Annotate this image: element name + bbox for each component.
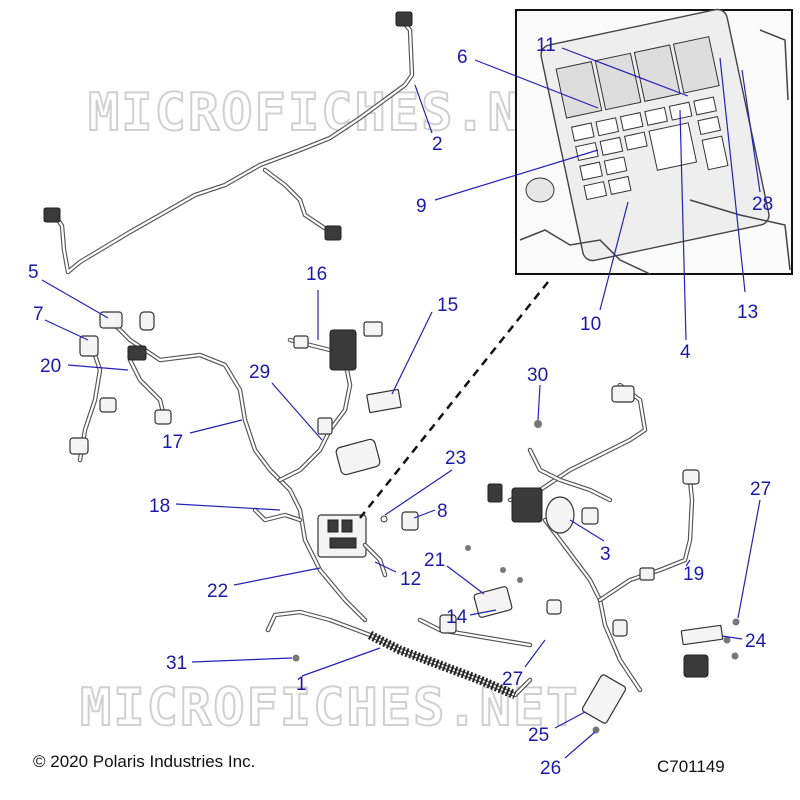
rear-harness [43,11,415,275]
callout-16: 16 [306,264,327,285]
callouts: 1 2 3 4 5 6 7 8 9 10 11 12 13 14 15 16 1… [28,35,773,779]
callout-2: 2 [432,134,443,155]
right-harness [487,382,709,693]
callout-8: 8 [437,501,448,522]
callout-27a: 27 [750,479,771,500]
center-harness [277,321,402,483]
callout-13: 13 [737,302,758,323]
callout-22: 22 [207,581,228,602]
fuse-box-area [252,507,419,578]
callout-3: 3 [600,544,611,565]
callout-21: 21 [424,550,445,571]
callout-30: 30 [527,365,548,386]
callout-24: 24 [745,631,767,652]
callout-12: 12 [400,569,421,590]
small-parts [292,420,740,734]
callout-6: 6 [457,47,468,68]
callout-9: 9 [416,196,427,217]
fuse-box-detail-inset [515,8,793,275]
callout-17: 17 [162,432,183,453]
callout-23: 23 [445,448,466,469]
callout-10: 10 [580,314,601,335]
callout-20: 20 [40,356,61,377]
callout-1: 1 [296,674,307,695]
callout-19: 19 [683,564,704,585]
callout-29: 29 [249,362,270,383]
callout-26: 26 [540,758,561,779]
callout-15: 15 [437,295,458,316]
callout-25: 25 [528,725,549,746]
leader-lines [41,47,761,759]
figure-code: C701149 [657,757,725,776]
callout-28: 28 [752,194,773,215]
copyright-text: © 2020 Polaris Industries Inc. [33,752,256,771]
callout-4: 4 [680,342,691,363]
front-harness [69,311,368,623]
main-trunk-harness [265,609,533,700]
callout-31: 31 [166,653,187,674]
callout-11: 11 [536,35,556,56]
callout-5: 5 [28,262,39,283]
callout-7: 7 [33,304,44,325]
callout-18: 18 [149,496,170,517]
callout-27b: 27 [502,669,523,690]
callout-14: 14 [446,607,468,628]
